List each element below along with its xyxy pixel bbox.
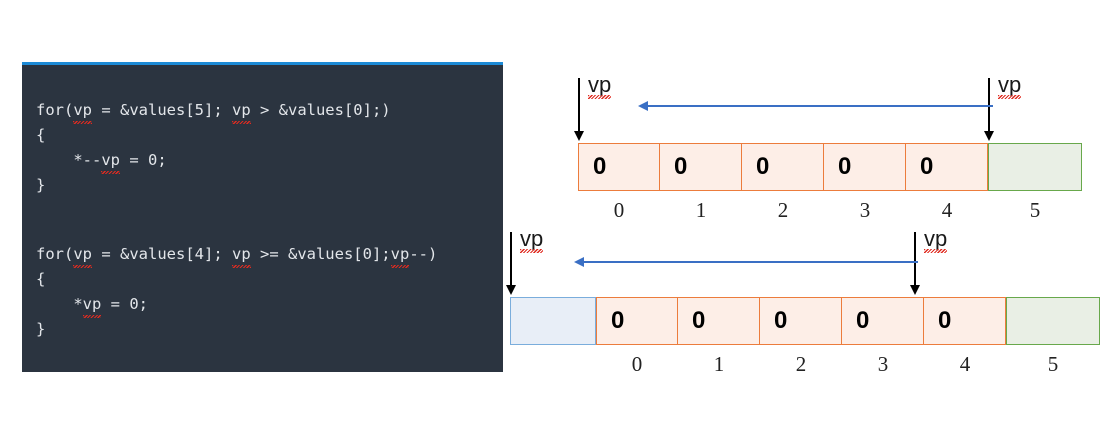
sweep-arrow-left — [574, 256, 918, 268]
array-cell-value: 0 — [593, 153, 607, 180]
vp-pointer-label: vp — [998, 72, 1022, 99]
code-block-postdecrement: for(vp = &values[4]; vp >= &values[0];vp… — [36, 242, 437, 342]
vp-pointer-arrowhead-icon — [910, 285, 920, 295]
array-cell-value: 0 — [920, 153, 934, 180]
array-index-row: 0 1 2 3 4 5 — [578, 198, 1082, 223]
identifier-vp: vp — [82, 292, 101, 318]
array-index-label: 4 — [959, 352, 971, 376]
array-cell-value: 0 — [856, 307, 870, 334]
array-cell[interactable]: 0 — [760, 297, 842, 345]
vp-pointer-arrowhead-icon — [574, 131, 584, 141]
array-index-label: 5 — [1029, 198, 1041, 222]
array-index-label: 1 — [695, 198, 707, 222]
identifier-vp: vp — [73, 98, 92, 124]
code-line: } — [36, 176, 46, 194]
array-cell[interactable]: 0 — [678, 297, 760, 345]
array-index-label: 0 — [631, 352, 643, 376]
sweep-arrow-line — [646, 105, 993, 107]
vp-pointer-arrowhead-icon — [984, 131, 994, 141]
code-panel-accent-bar — [22, 62, 503, 65]
array-cell-value: 0 — [838, 153, 852, 180]
vp-pointer-label: vp — [588, 72, 612, 99]
code-block-predecrement: for(vp = &values[5]; vp > &values[0];){ … — [36, 98, 391, 198]
vp-pointer-arrowhead-icon — [506, 285, 516, 295]
array-cell[interactable]: 0 — [824, 143, 906, 191]
vp-pointer-stem — [510, 232, 512, 287]
array-cell-value: 0 — [774, 307, 788, 334]
array-cell[interactable]: 0 — [924, 297, 1006, 345]
array-index-label: 0 — [613, 198, 625, 222]
identifier-vp: vp — [390, 242, 409, 268]
vp-pointer-label: vp — [520, 226, 544, 253]
code-line: { — [36, 126, 46, 144]
array-index-label: 4 — [941, 198, 953, 222]
code-line: { — [36, 270, 46, 288]
identifier-vp: vp — [73, 242, 92, 268]
array-cell-out-of-bounds[interactable] — [988, 143, 1082, 191]
code-line: *--vp = 0; — [36, 148, 391, 174]
array-cell-out-of-bounds[interactable] — [1006, 297, 1100, 345]
array-index-label: 3 — [859, 198, 871, 222]
vp-pointer-stem — [578, 78, 580, 133]
array-cell[interactable]: 0 — [578, 143, 660, 191]
identifier-vp: vp — [231, 242, 251, 268]
code-line: for(vp = &values[5]; vp > &values[0];) — [36, 98, 391, 124]
array-cell-value: 0 — [674, 153, 688, 180]
code-line: *vp = 0; — [36, 292, 437, 318]
sweep-arrow-line — [582, 261, 918, 263]
vp-pointer-label: vp — [924, 226, 948, 253]
array-index-label: 3 — [877, 352, 889, 376]
identifier-vp: vp — [231, 98, 251, 124]
sweep-arrowhead-icon — [574, 257, 584, 267]
array-index-label: 5 — [1047, 352, 1059, 376]
array-index-label-empty — [510, 352, 596, 377]
sweep-arrow-left — [638, 100, 993, 112]
array-cell-value: 0 — [938, 307, 952, 334]
array-cell[interactable]: 0 — [906, 143, 988, 191]
array-cell-value: 0 — [692, 307, 706, 334]
array-row: 0 0 0 0 0 — [578, 143, 1082, 191]
code-line: for(vp = &values[4]; vp >= &values[0];vp… — [36, 242, 437, 268]
array-row: 0 0 0 0 0 — [510, 297, 1100, 345]
array-index-label: 2 — [777, 198, 789, 222]
vp-pointer-stem — [914, 232, 916, 287]
code-panel: for(vp = &values[5]; vp > &values[0];){ … — [22, 62, 503, 372]
array-cell[interactable]: 0 — [742, 143, 824, 191]
array-index-label: 1 — [713, 352, 725, 376]
array-index-row: 0 1 2 3 4 5 — [510, 352, 1100, 377]
sweep-arrowhead-icon — [638, 101, 648, 111]
array-cell[interactable]: 0 — [842, 297, 924, 345]
code-line: } — [36, 320, 46, 338]
array-cell[interactable]: 0 — [660, 143, 742, 191]
array-cell[interactable]: 0 — [596, 297, 678, 345]
array-cell-value: 0 — [611, 307, 625, 334]
array-cell-before-start[interactable] — [510, 297, 596, 345]
identifier-vp: vp — [101, 148, 120, 174]
array-index-label: 2 — [795, 352, 807, 376]
array-cell-value: 0 — [756, 153, 770, 180]
